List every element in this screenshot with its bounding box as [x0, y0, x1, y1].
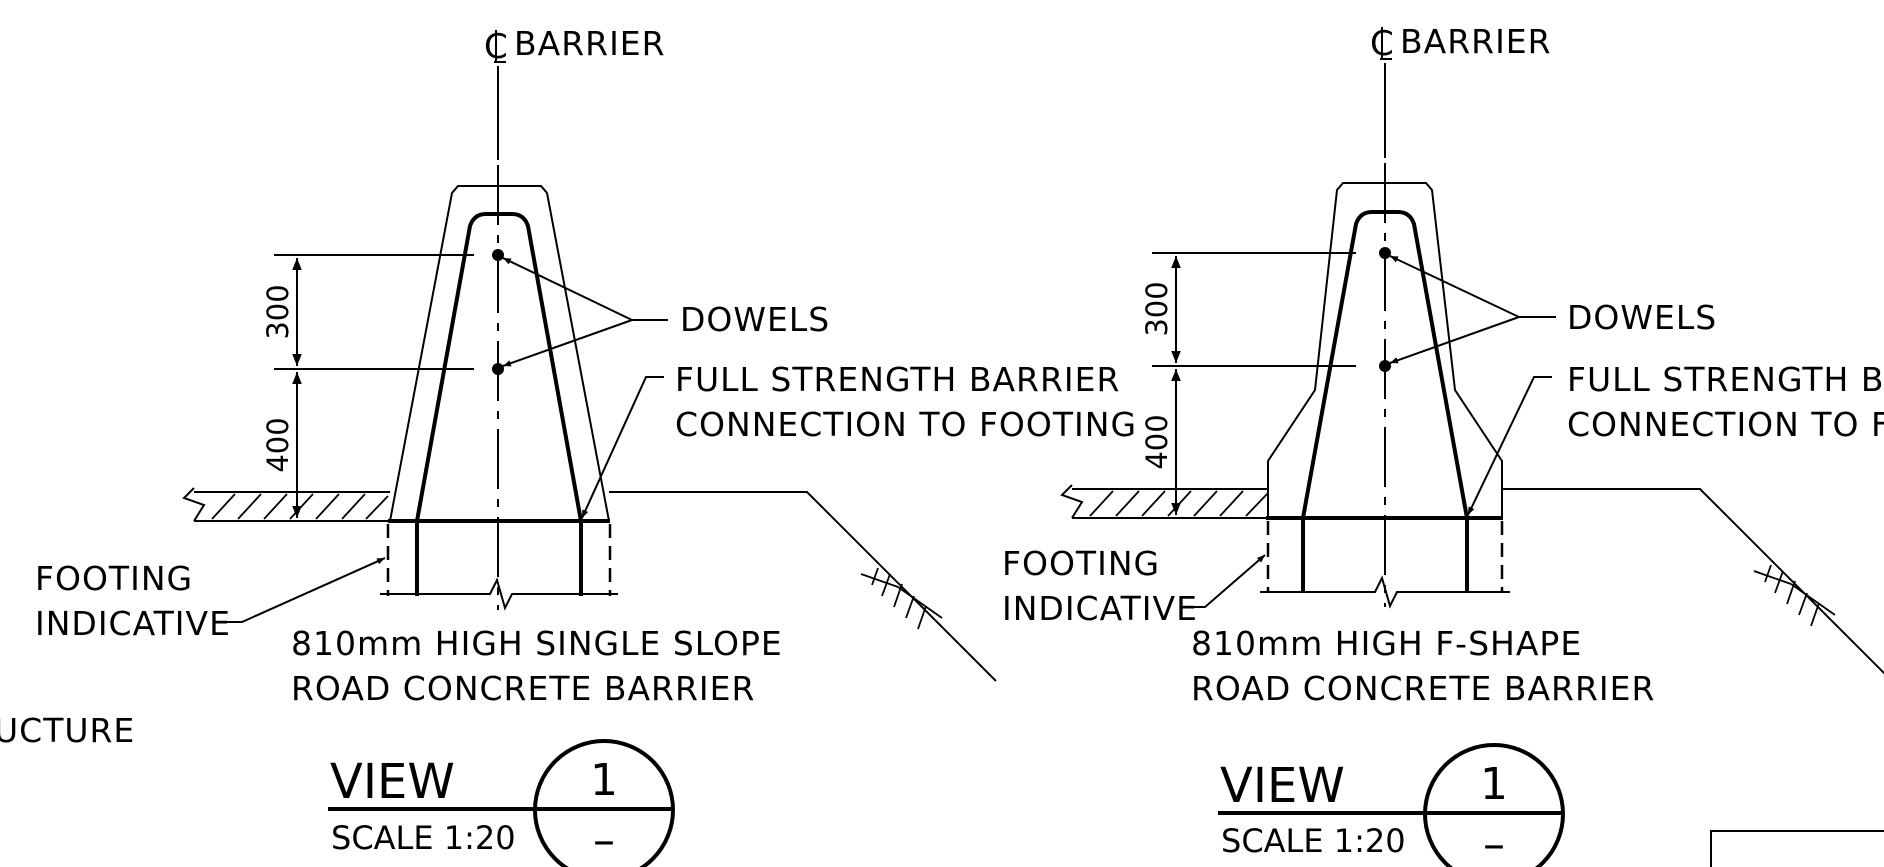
connection-label-line2: CONNECTION TO FOOTING	[675, 405, 1137, 444]
single-slope-barrier-detail: C BARRIER	[35, 24, 1137, 867]
view-number: 1	[590, 755, 618, 806]
ground-hatch	[1089, 490, 1269, 517]
ground-hatch	[211, 493, 389, 520]
dowel-lower	[1379, 360, 1391, 372]
barrier-title-line1: 810mm HIGH F-SHAPE	[1191, 624, 1582, 663]
dim-lower-value: 400	[261, 417, 295, 472]
scale-label: SCALE 1:20	[331, 819, 516, 857]
view-callout: VIEW 1 – SCALE 1:20	[1218, 743, 1565, 867]
footing-label-line1: FOOTING	[1002, 544, 1160, 583]
barrier-title-line2: ROAD CONCRETE BARRIER	[291, 669, 755, 708]
footing-leader	[1185, 554, 1266, 608]
embankment-hatch	[860, 567, 943, 630]
dowel-upper	[1379, 247, 1391, 259]
f-shape-barrier-detail: C BARRIER	[1002, 22, 1884, 867]
barrier-outer-profile	[389, 185, 610, 522]
connection-label-line1: FULL STRENGTH BARRIER	[675, 360, 1120, 399]
barrier-title-line2: ROAD CONCRETE BARRIER	[1191, 669, 1655, 708]
view-label: VIEW	[1220, 758, 1345, 814]
footing-label-line1: FOOTING	[35, 559, 193, 598]
dowels-label: DOWELS	[1567, 298, 1717, 337]
barrier-title-line1: 810mm HIGH SINGLE SLOPE	[291, 624, 783, 663]
centerline-symbol-icon: C	[484, 27, 508, 67]
embankment-line	[609, 491, 997, 682]
ground-break-symbol	[1060, 484, 1084, 519]
dim-upper-value: 300	[1140, 281, 1174, 336]
footing-label-line2: INDICATIVE	[1002, 589, 1198, 628]
embankment-hatch	[1753, 564, 1836, 627]
connection-leader	[1467, 376, 1552, 516]
dim-lower-value: 400	[1140, 414, 1174, 469]
connection-leader	[581, 376, 664, 519]
connection-label-line1: FULL STRENGTH BARRIER	[1567, 360, 1884, 399]
edge-fragment-text: UCTURE	[0, 711, 135, 750]
centerline-label: BARRIER	[514, 24, 666, 63]
view-sheet: –	[593, 815, 615, 866]
embankment-line	[1502, 488, 1884, 675]
view-label: VIEW	[330, 754, 455, 810]
break-line	[380, 577, 618, 611]
view-sheet: –	[1483, 819, 1505, 867]
centerline-label: BARRIER	[1400, 22, 1552, 61]
connection-label-line2: CONNECTION TO FOOTING	[1567, 405, 1884, 444]
dowels-label: DOWELS	[680, 300, 830, 339]
ground-break-symbol	[182, 487, 206, 522]
scale-label: SCALE 1:20	[1221, 822, 1406, 860]
dowel-upper	[492, 249, 504, 261]
footing-label-line2: INDICATIVE	[35, 604, 231, 643]
dowel-lower	[492, 363, 504, 375]
centerline-symbol-icon: C	[1370, 24, 1394, 64]
view-callout: VIEW 1 – SCALE 1:20	[328, 739, 675, 867]
footing-leader	[222, 557, 386, 623]
title-block-frame	[1710, 830, 1884, 867]
view-number: 1	[1480, 759, 1508, 810]
dim-upper-value: 300	[261, 284, 295, 339]
